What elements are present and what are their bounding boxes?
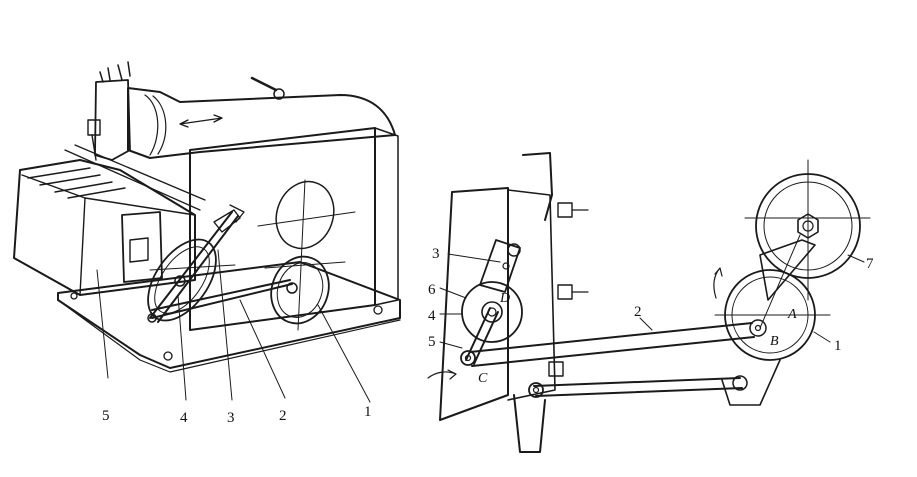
gear-1	[714, 269, 831, 406]
right-callout-6: 6	[428, 282, 436, 298]
machine-base-plate	[57, 261, 401, 369]
point-C: C	[478, 371, 488, 386]
top-lever	[250, 76, 278, 92]
ram-motion-arrow	[179, 114, 223, 128]
right-callout-3: 3	[432, 246, 440, 262]
rocker-arc-arrow	[427, 369, 457, 380]
right-callout-2: 2	[634, 304, 642, 320]
point-B: B	[770, 334, 779, 349]
slider-bracket	[479, 239, 521, 293]
left-callout-4: 4	[180, 410, 188, 426]
frame-bolts	[557, 202, 589, 300]
frame-plate	[439, 187, 509, 421]
gear-link-arm	[759, 239, 816, 301]
right-callout-1: 1	[834, 338, 842, 354]
left-callout-5: 5	[102, 408, 110, 424]
connecting-rod	[151, 279, 293, 319]
left-callout-1: 1	[364, 404, 372, 420]
table-vise	[121, 211, 163, 283]
bull-gear	[257, 179, 356, 331]
left-callout-2: 2	[279, 408, 287, 424]
frame-column	[513, 152, 553, 453]
crank-disk-4	[461, 281, 523, 343]
rotation-arrow	[713, 267, 723, 299]
right-callout-5: 5	[428, 334, 436, 350]
shaper-machine-view: 5 4 3 2 1	[13, 61, 401, 426]
point-D: D	[499, 291, 510, 306]
rocker-arm	[149, 211, 239, 323]
kinematic-schematic: 3 6 4 5 2 1 7 A B C D	[427, 152, 874, 453]
gear-7	[744, 159, 871, 301]
point-A: A	[787, 307, 797, 322]
worktable	[13, 159, 196, 296]
right-callout-4: 4	[428, 308, 436, 324]
left-callout-3: 3	[227, 410, 235, 426]
machine-ram	[127, 87, 396, 159]
connecting-rod-2	[469, 322, 755, 367]
right-callout-7: 7	[866, 256, 874, 272]
lower-link	[533, 377, 743, 397]
